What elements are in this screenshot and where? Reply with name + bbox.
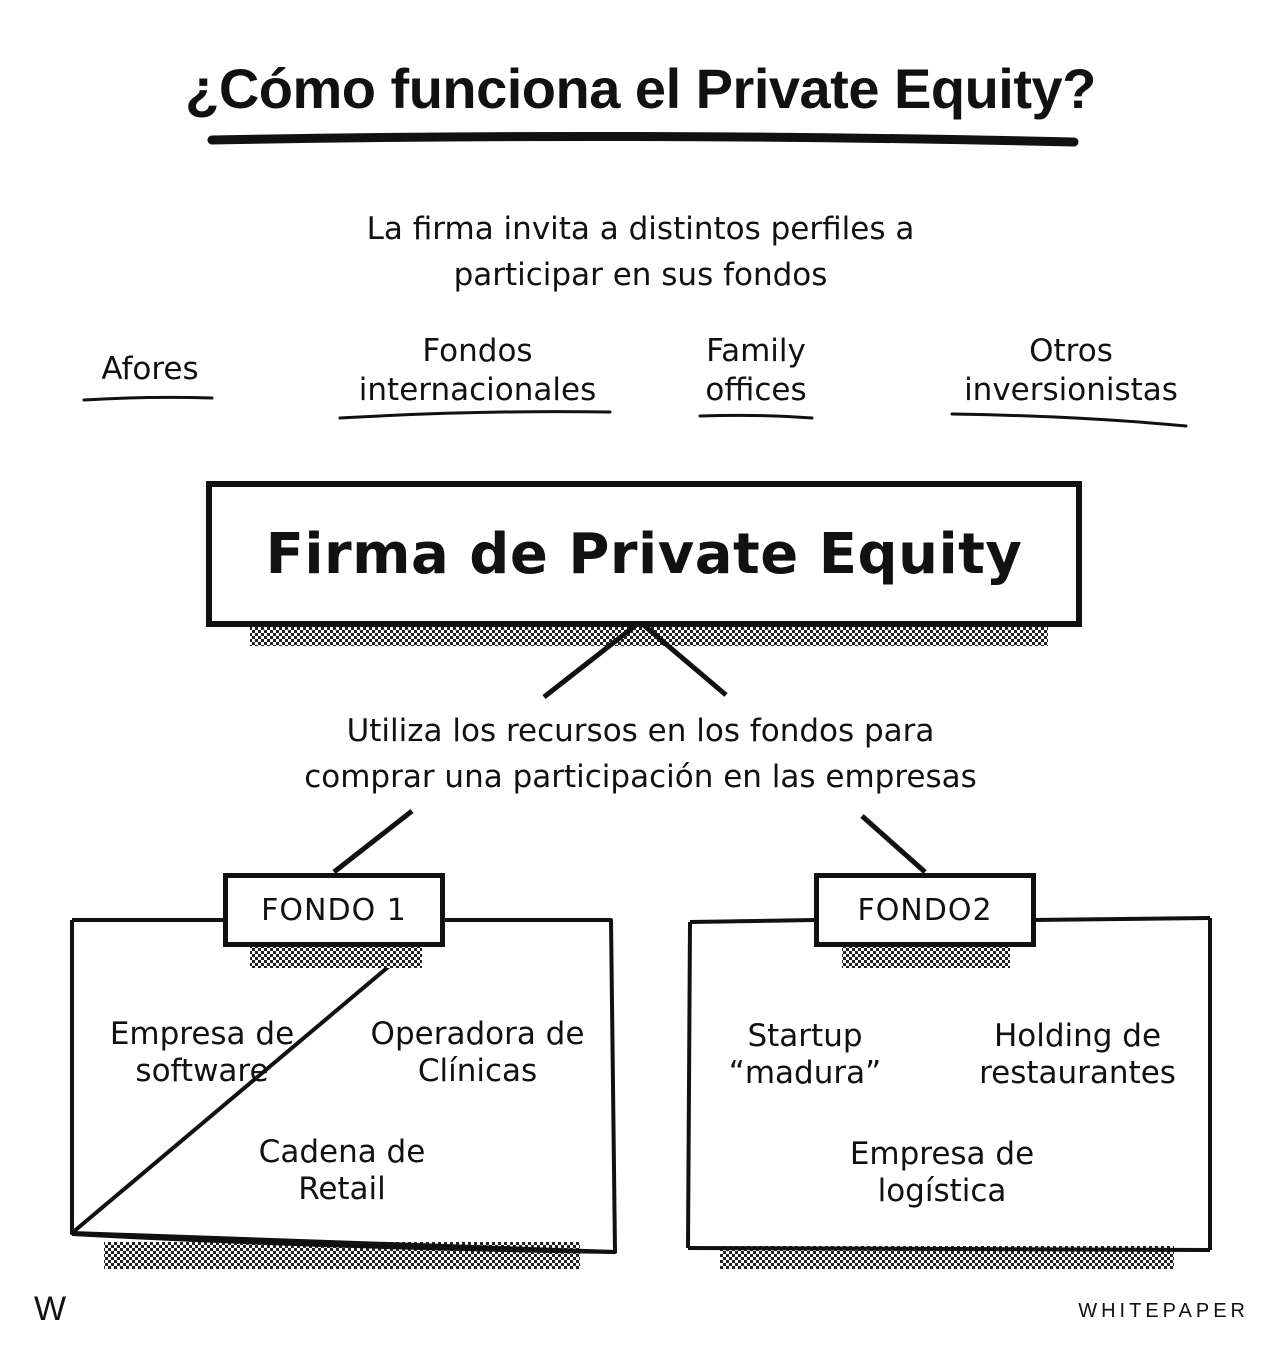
fund1-label: FONDO 1 [261, 892, 407, 928]
firm-box: Firma de Private Equity [206, 481, 1082, 627]
uses-line-2: comprar una participación en las empresa… [304, 759, 977, 795]
investor-otros-inversionistas: Otros inversionistas [935, 332, 1207, 410]
brand-wordmark: WHITEPAPER [1078, 1300, 1249, 1322]
underline-afores [82, 395, 214, 402]
page-title: ¿Cómo funciona el Private Equity? [185, 57, 1096, 120]
fund1-tag: FONDO 1 [223, 873, 445, 947]
investor-fondos-internacionales: Fondos internacionales [330, 332, 625, 410]
underline-family [698, 413, 814, 420]
subtitle: La firma invita a distintos perfiles a p… [0, 206, 1281, 298]
company-line-1: Empresa de [849, 1136, 1035, 1172]
title-underline [207, 131, 1079, 147]
investor-label-line-2: internacionales [358, 372, 597, 408]
fund2-connector [860, 814, 927, 874]
company-line-2: “madura” [728, 1055, 882, 1091]
company-empresa-software: Empresa de software [92, 1016, 312, 1090]
uses-description: Utiliza los recursos en los fondos para … [0, 708, 1281, 800]
investor-afores: Afores [70, 350, 230, 389]
logo-w: W [34, 1290, 67, 1328]
company-line-2: restaurantes [979, 1055, 1176, 1091]
company-empresa-logistica: Empresa de logística [832, 1136, 1052, 1210]
investor-label: Afores [101, 351, 199, 387]
firm-connector-left [542, 620, 642, 699]
fund1-panel [70, 918, 617, 1254]
underline-otros [950, 412, 1188, 428]
fund2-panel-shadow [720, 1246, 1174, 1269]
investor-label-line-1: Fondos [422, 333, 533, 369]
fund2-tag: FONDO2 [814, 873, 1036, 947]
firm-label: Firma de Private Equity [265, 521, 1023, 587]
investor-label-line-2: inversionistas [964, 372, 1178, 408]
subtitle-line-2: participar en sus fondos [453, 257, 828, 293]
investor-label-line-1: Family [706, 333, 806, 369]
company-line-1: Empresa de [109, 1016, 295, 1052]
company-line-2: Clínicas [417, 1053, 538, 1089]
fund1-connector [332, 809, 414, 874]
investor-label-line-1: Otros [1029, 333, 1113, 369]
company-line-2: logística [877, 1173, 1007, 1209]
company-startup-madura: Startup “madura” [705, 1018, 905, 1092]
subtitle-line-1: La firma invita a distintos perfiles a [366, 211, 915, 247]
company-cadena-retail: Cadena de Retail [232, 1134, 452, 1208]
investor-family-offices: Family offices [680, 332, 832, 410]
company-line-2: Retail [298, 1171, 386, 1207]
company-line-1: Operadora de [370, 1016, 585, 1052]
firm-connector-right [638, 620, 728, 697]
company-holding-restaurantes: Holding de restaurantes [955, 1018, 1200, 1092]
company-line-2: software [135, 1053, 269, 1089]
fund2-label: FONDO2 [857, 892, 993, 928]
underline-fondos [338, 410, 612, 420]
company-line-1: Holding de [993, 1018, 1162, 1054]
uses-line-1: Utiliza los recursos en los fondos para [346, 713, 935, 749]
company-operadora-clinicas: Operadora de Clínicas [350, 1016, 605, 1090]
company-line-1: Startup [747, 1018, 863, 1054]
investor-label-line-2: offices [705, 372, 807, 408]
company-line-1: Cadena de [258, 1134, 426, 1170]
